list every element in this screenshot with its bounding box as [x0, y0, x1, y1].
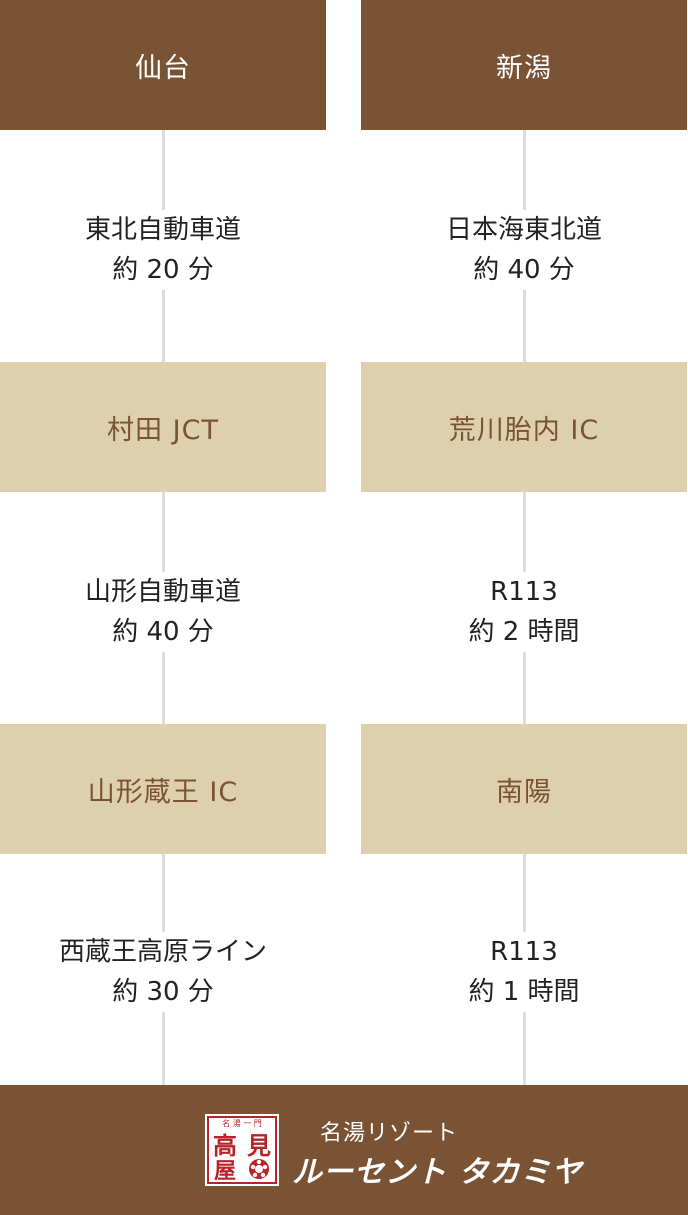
origin-box: 新潟	[361, 0, 687, 130]
svg-text:屋: 屋	[214, 1158, 236, 1184]
brand-name: ルーセント タカミヤ	[292, 1155, 583, 1190]
route-segment: R113 約 1 時間	[361, 932, 687, 1012]
segment-road: 山形自動車道	[84, 577, 241, 607]
segment-road: 西蔵王高原ライン	[58, 937, 267, 967]
svg-text:高: 高	[213, 1131, 237, 1160]
origin-box: 仙台	[0, 0, 326, 130]
origin-label: 新潟	[496, 52, 552, 84]
segment-time: 約 40 分	[473, 255, 575, 285]
junction-label: 山形蔵王 IC	[87, 776, 239, 808]
segment-road: 東北自動車道	[84, 215, 241, 245]
segment-time: 約 2 時間	[468, 617, 580, 647]
segment-time: 約 1 時間	[468, 977, 580, 1007]
route-segment: 西蔵王高原ライン 約 30 分	[0, 932, 326, 1012]
junction-box: 荒川胎内 IC	[361, 362, 687, 492]
route-segment: R113 約 2 時間	[361, 572, 687, 652]
origin-label: 仙台	[135, 52, 191, 84]
junction-label: 南陽	[496, 776, 552, 808]
svg-text:名 湯 一 門: 名 湯 一 門	[222, 1118, 262, 1128]
svg-text:見: 見	[247, 1131, 271, 1160]
segment-time: 約 20 分	[112, 255, 214, 285]
junction-box: 村田 JCT	[0, 362, 326, 492]
segment-road: 日本海東北道	[445, 215, 602, 245]
route-segment: 山形自動車道 約 40 分	[0, 572, 326, 652]
segment-road: R113	[490, 937, 558, 967]
route-segment: 日本海東北道 約 40 分	[361, 210, 687, 290]
junction-box: 南陽	[361, 724, 687, 854]
junction-label: 村田 JCT	[107, 414, 219, 446]
segment-time: 約 30 分	[112, 977, 214, 1007]
brand-subtitle: 名湯リゾート	[320, 1121, 459, 1146]
destination-footer: 名 湯 一 門 高 見 屋 名湯リゾート ルーセント タカミヤ	[0, 1085, 688, 1215]
segment-time: 約 40 分	[112, 617, 214, 647]
junction-box: 山形蔵王 IC	[0, 724, 326, 854]
route-segment: 東北自動車道 約 20 分	[0, 210, 326, 290]
junction-label: 荒川胎内 IC	[448, 414, 600, 446]
takamiya-seal-logo: 名 湯 一 門 高 見 屋	[205, 1114, 279, 1186]
segment-road: R113	[490, 577, 558, 607]
